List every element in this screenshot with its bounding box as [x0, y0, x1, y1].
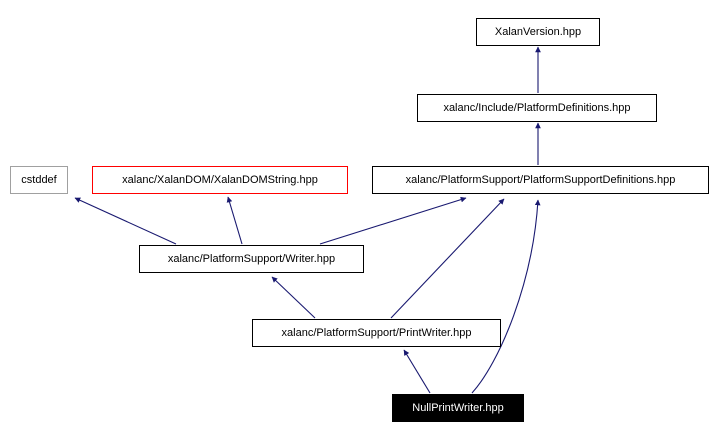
edge-nullprintwriter-to-platformsupportdefinitions — [471, 199, 541, 394]
node-cstddef[interactable]: cstddef — [10, 166, 68, 194]
node-platform-support-definitions[interactable]: xalanc/PlatformSupport/PlatformSupportDe… — [372, 166, 709, 194]
edge-nullprintwriter-to-printwriter — [403, 349, 431, 394]
edge-writer-to-platformsupportdefinitions — [319, 196, 467, 245]
node-label: NullPrintWriter.hpp — [412, 401, 504, 414]
node-label: xalanc/PlatformSupport/Writer.hpp — [167, 252, 336, 265]
node-label: cstddef — [21, 173, 57, 186]
edge-printwriter-to-platformsupportdefinitions — [390, 198, 505, 319]
node-label: xalanc/Include/PlatformDefinitions.hpp — [443, 101, 631, 114]
node-writer[interactable]: xalanc/PlatformSupport/Writer.hpp — [139, 245, 364, 273]
edge-writer-to-xalandomstring — [226, 196, 243, 245]
node-print-writer[interactable]: xalanc/PlatformSupport/PrintWriter.hpp — [252, 319, 501, 347]
node-include-platform-definitions[interactable]: xalanc/Include/PlatformDefinitions.hpp — [417, 94, 657, 122]
node-xalan-dom-string[interactable]: xalanc/XalanDOM/XalanDOMString.hpp — [92, 166, 348, 194]
node-null-print-writer[interactable]: NullPrintWriter.hpp — [392, 394, 524, 422]
node-label: xalanc/XalanDOM/XalanDOMString.hpp — [122, 173, 318, 186]
node-xalan-version[interactable]: XalanVersion.hpp — [476, 18, 600, 46]
node-label: XalanVersion.hpp — [494, 25, 582, 38]
edge-printwriter-to-writer — [271, 276, 316, 319]
node-label: xalanc/PlatformSupport/PrintWriter.hpp — [281, 326, 472, 339]
edge-writer-to-cstddef — [74, 197, 177, 245]
node-label: xalanc/PlatformSupport/PlatformSupportDe… — [405, 173, 676, 186]
